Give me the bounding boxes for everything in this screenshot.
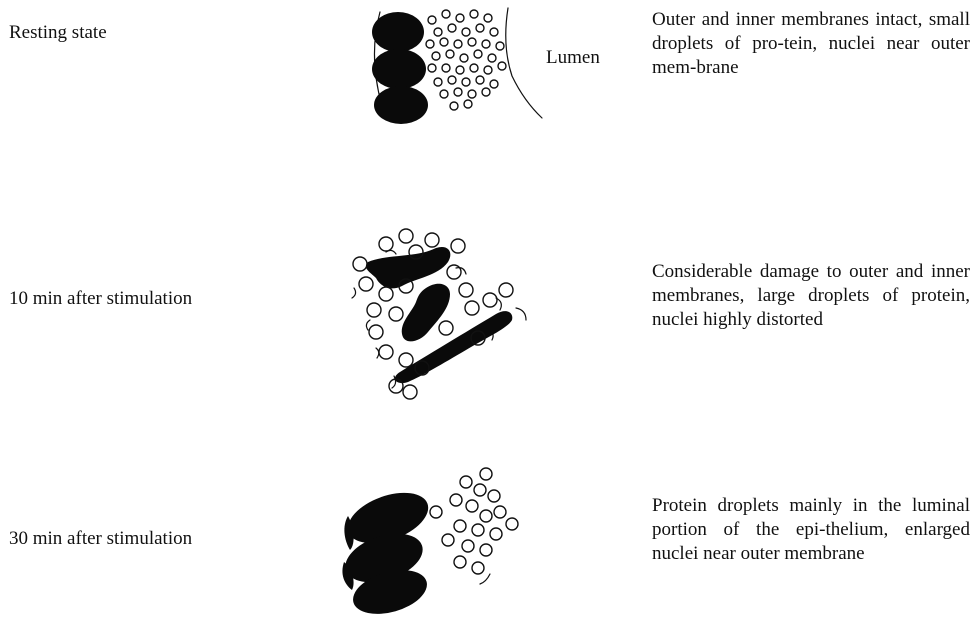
thirty-min-drawing bbox=[340, 466, 540, 616]
enlarged-nuclei bbox=[339, 483, 435, 619]
stage-label-30min: 30 min after stimulation bbox=[9, 528, 192, 550]
nucleus bbox=[372, 12, 424, 52]
ten-min-drawing bbox=[346, 228, 536, 398]
lumen-label: Lumen bbox=[546, 47, 600, 69]
luminal-protein-droplets bbox=[430, 468, 518, 574]
nucleus bbox=[374, 86, 428, 124]
inner-membrane bbox=[506, 8, 542, 118]
stage-description-30min: Protein droplets mainly in the luminal p… bbox=[652, 494, 970, 566]
distorted-nucleus bbox=[366, 247, 450, 288]
nucleus bbox=[372, 49, 426, 89]
stage-description-10min: Considerable damage to outer and inner m… bbox=[652, 260, 970, 332]
resting-state-drawing bbox=[362, 6, 552, 126]
stage-label-10min: 10 min after stimulation bbox=[9, 288, 192, 310]
small-protein-droplets bbox=[426, 10, 506, 110]
stage-label-resting: Resting state bbox=[9, 22, 107, 44]
stage-description-resting: Outer and inner membranes intact, small … bbox=[652, 8, 970, 80]
